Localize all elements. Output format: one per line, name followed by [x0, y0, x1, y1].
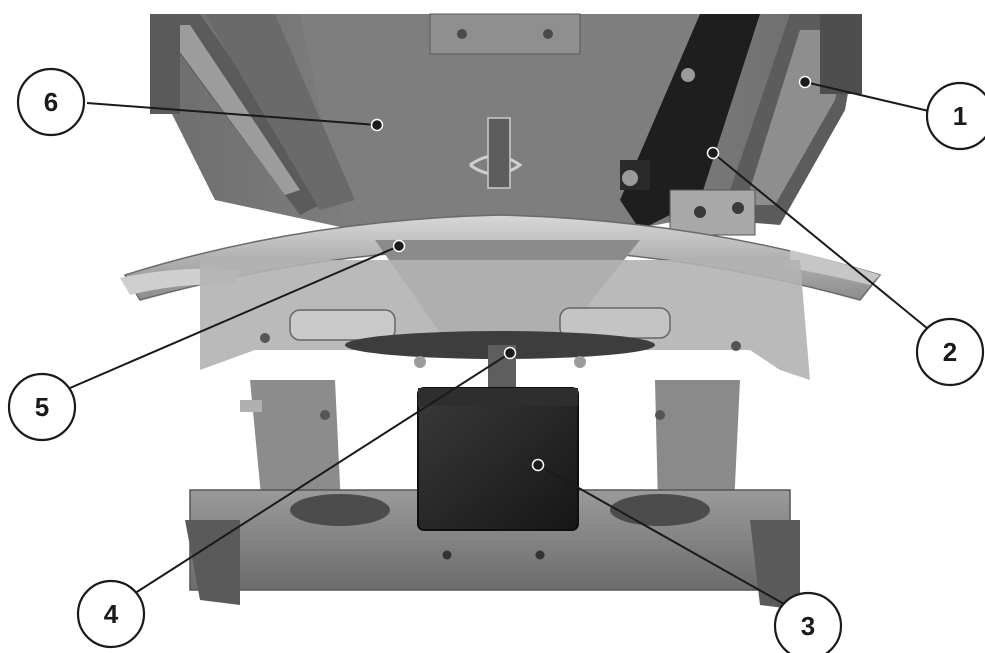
callout-2: 2 [915, 317, 985, 387]
callout-6-label: 6 [44, 87, 58, 117]
right-side-frame [720, 14, 862, 225]
rotor-assembly [289, 307, 671, 395]
callout-5-label: 5 [35, 392, 49, 422]
callout-3-label: 3 [801, 611, 815, 641]
agitator-bracket [620, 14, 760, 236]
callout-5: 5 [7, 372, 77, 442]
callout-4-label: 4 [104, 599, 119, 629]
callout-1-label: 1 [953, 101, 967, 131]
leader-lines [69, 75, 934, 614]
callout-2-label: 2 [943, 337, 957, 367]
guard-plate [200, 260, 810, 380]
callout-3: 3 [773, 591, 843, 653]
gearbox [417, 387, 579, 531]
callout-1: 1 [925, 81, 985, 151]
callout-6: 6 [16, 67, 86, 137]
callout-4: 4 [76, 579, 146, 649]
